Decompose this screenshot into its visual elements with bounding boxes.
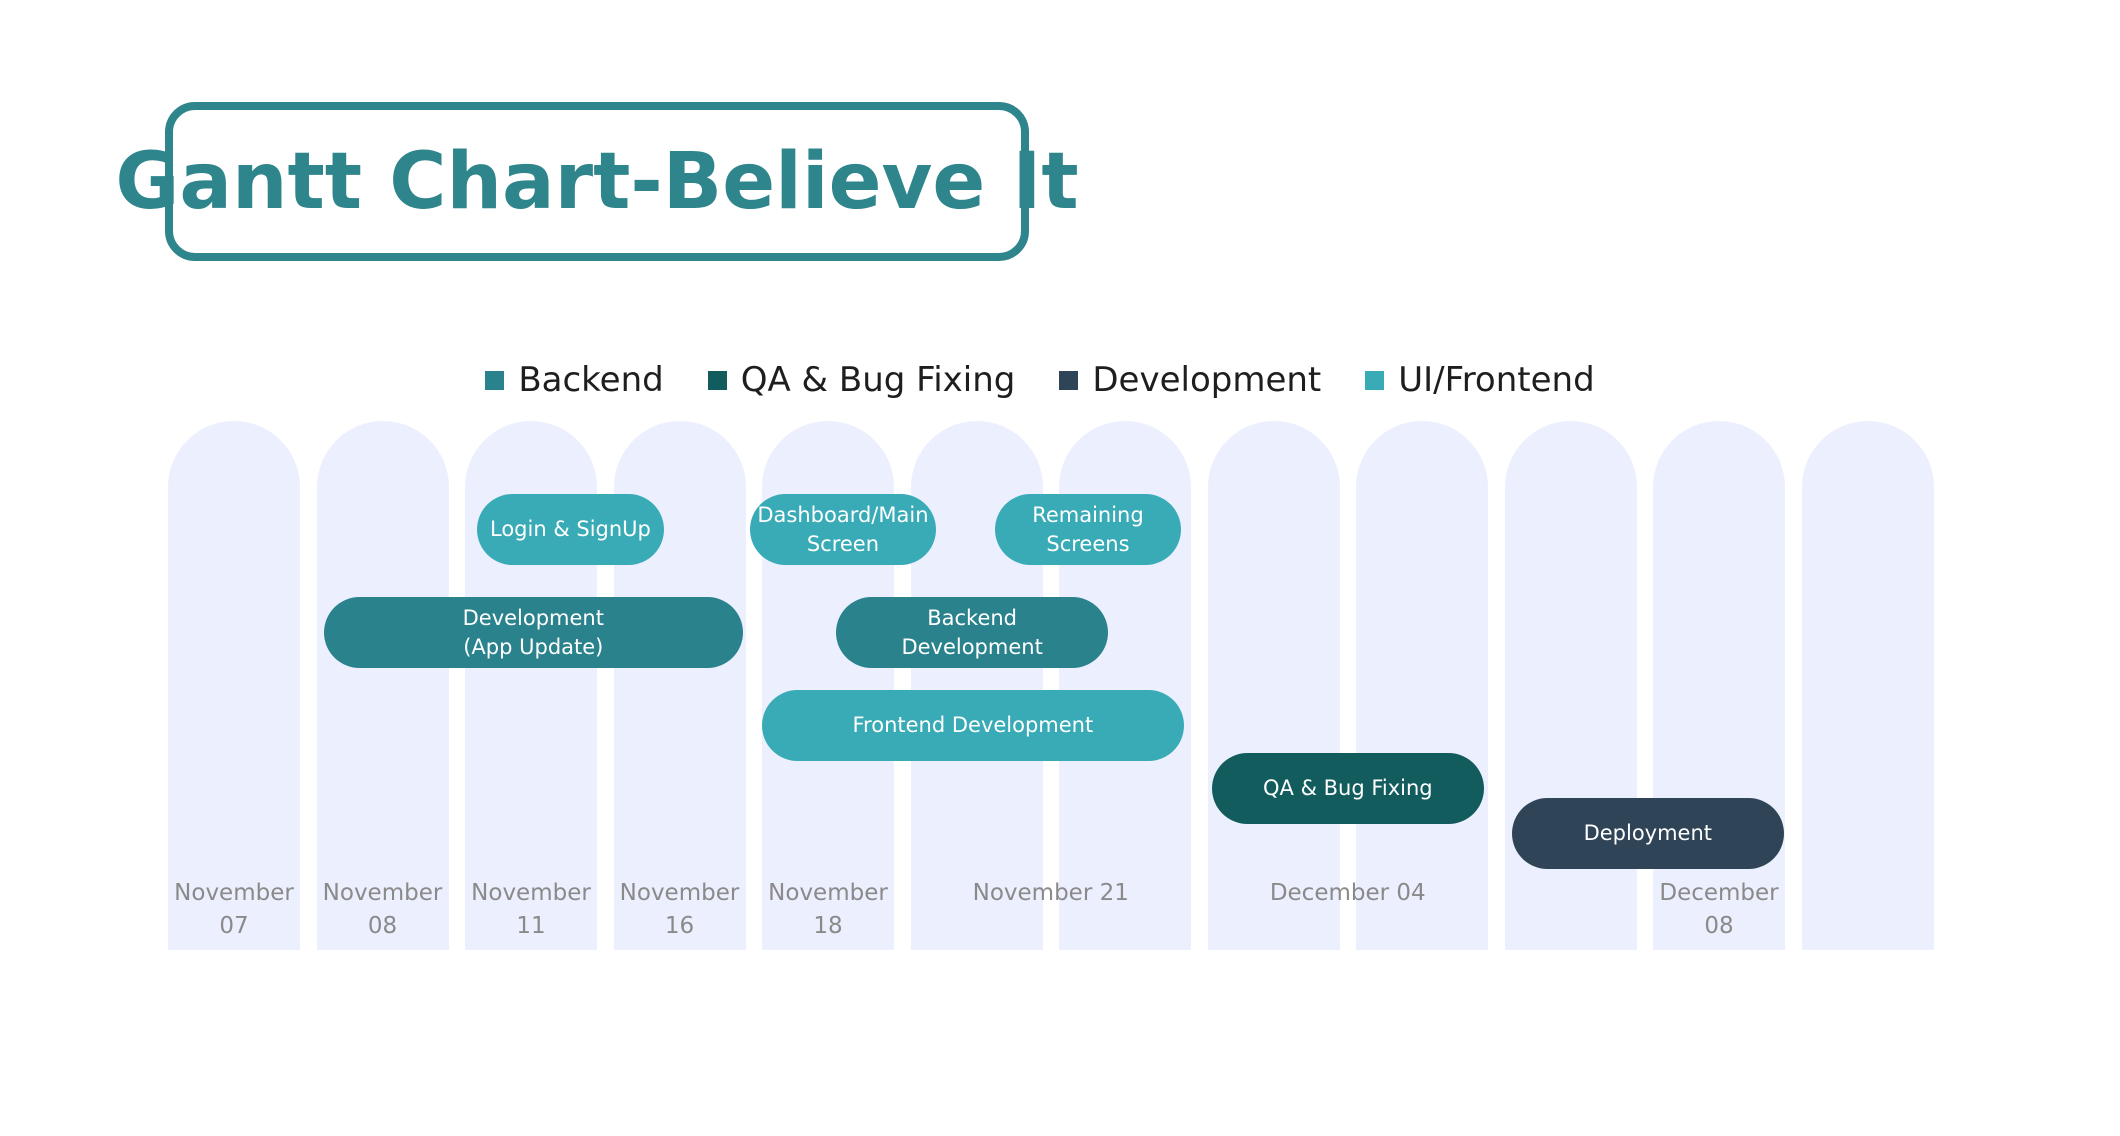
legend: Backend QA & Bug Fixing Development UI/F… — [0, 350, 2120, 410]
task-bar: Remaining Screens — [995, 494, 1181, 565]
timeline-column — [1653, 421, 1785, 950]
timeline-label: December 04 — [1269, 880, 1426, 906]
timeline-label: November 07 — [174, 880, 294, 939]
chart-title: Gantt Chart-Believe It — [115, 136, 1079, 227]
legend-item-qa: QA & Bug Fixing — [707, 360, 1016, 400]
timeline-column — [168, 421, 300, 950]
timeline-label: November 11 — [471, 880, 591, 939]
timeline-column — [1356, 421, 1488, 950]
timeline-column — [316, 421, 449, 950]
title-box: Gantt Chart-Believe It — [115, 102, 1079, 261]
timeline-column — [1801, 421, 1934, 950]
task-bar: Login & SignUp — [476, 494, 664, 565]
timeline-column — [1207, 421, 1340, 950]
legend-label-ui-frontend: UI/Frontend — [1398, 360, 1595, 400]
legend-swatch-backend — [485, 370, 505, 390]
timeline-label: November 21 — [972, 880, 1129, 906]
legend-swatch-qa — [707, 370, 727, 390]
legend-swatch-development — [1059, 370, 1079, 390]
timeline-label: December 08 — [1659, 880, 1779, 939]
legend-item-backend: Backend — [485, 360, 664, 400]
task-bar: Backend Development — [836, 597, 1108, 668]
task-bar: Development (App Update) — [323, 597, 743, 668]
legend-label-development: Development — [1092, 360, 1322, 400]
task-bar: QA & Bug Fixing — [1211, 753, 1484, 824]
task-bar: Deployment — [1511, 798, 1784, 869]
timeline-label: November 18 — [768, 880, 888, 939]
timeline-column — [1504, 421, 1637, 950]
legend-label-qa: QA & Bug Fixing — [740, 360, 1016, 400]
legend-label-backend: Backend — [518, 360, 664, 400]
timeline-label: November 08 — [322, 880, 443, 939]
legend-item-development: Development — [1059, 360, 1321, 400]
task-bar: Dashboard/Main Screen — [750, 494, 936, 565]
task-bar: Frontend Development — [762, 690, 1184, 761]
legend-item-ui-frontend: UI/Frontend — [1365, 360, 1595, 400]
timeline-label: November 16 — [619, 880, 740, 939]
legend-swatch-ui-frontend — [1365, 370, 1385, 390]
